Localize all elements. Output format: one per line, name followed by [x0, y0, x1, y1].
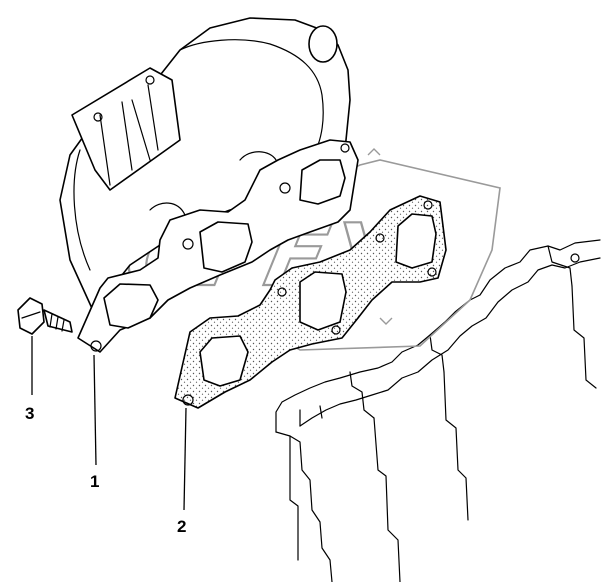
- leader-2: [183, 407, 187, 511]
- callout-3: 3: [25, 404, 34, 423]
- callout-1: 1: [90, 472, 99, 491]
- engine-block: [275, 239, 601, 582]
- callout-2: 2: [177, 517, 186, 536]
- manifold-gasket: [174, 195, 447, 409]
- leader-lines: [31, 336, 187, 511]
- callouts: 3 1 2: [25, 404, 186, 536]
- leader-1: [93, 354, 97, 466]
- bolt: [17, 297, 73, 335]
- turbo-housing: [59, 17, 351, 316]
- manifold-flange: [77, 139, 359, 353]
